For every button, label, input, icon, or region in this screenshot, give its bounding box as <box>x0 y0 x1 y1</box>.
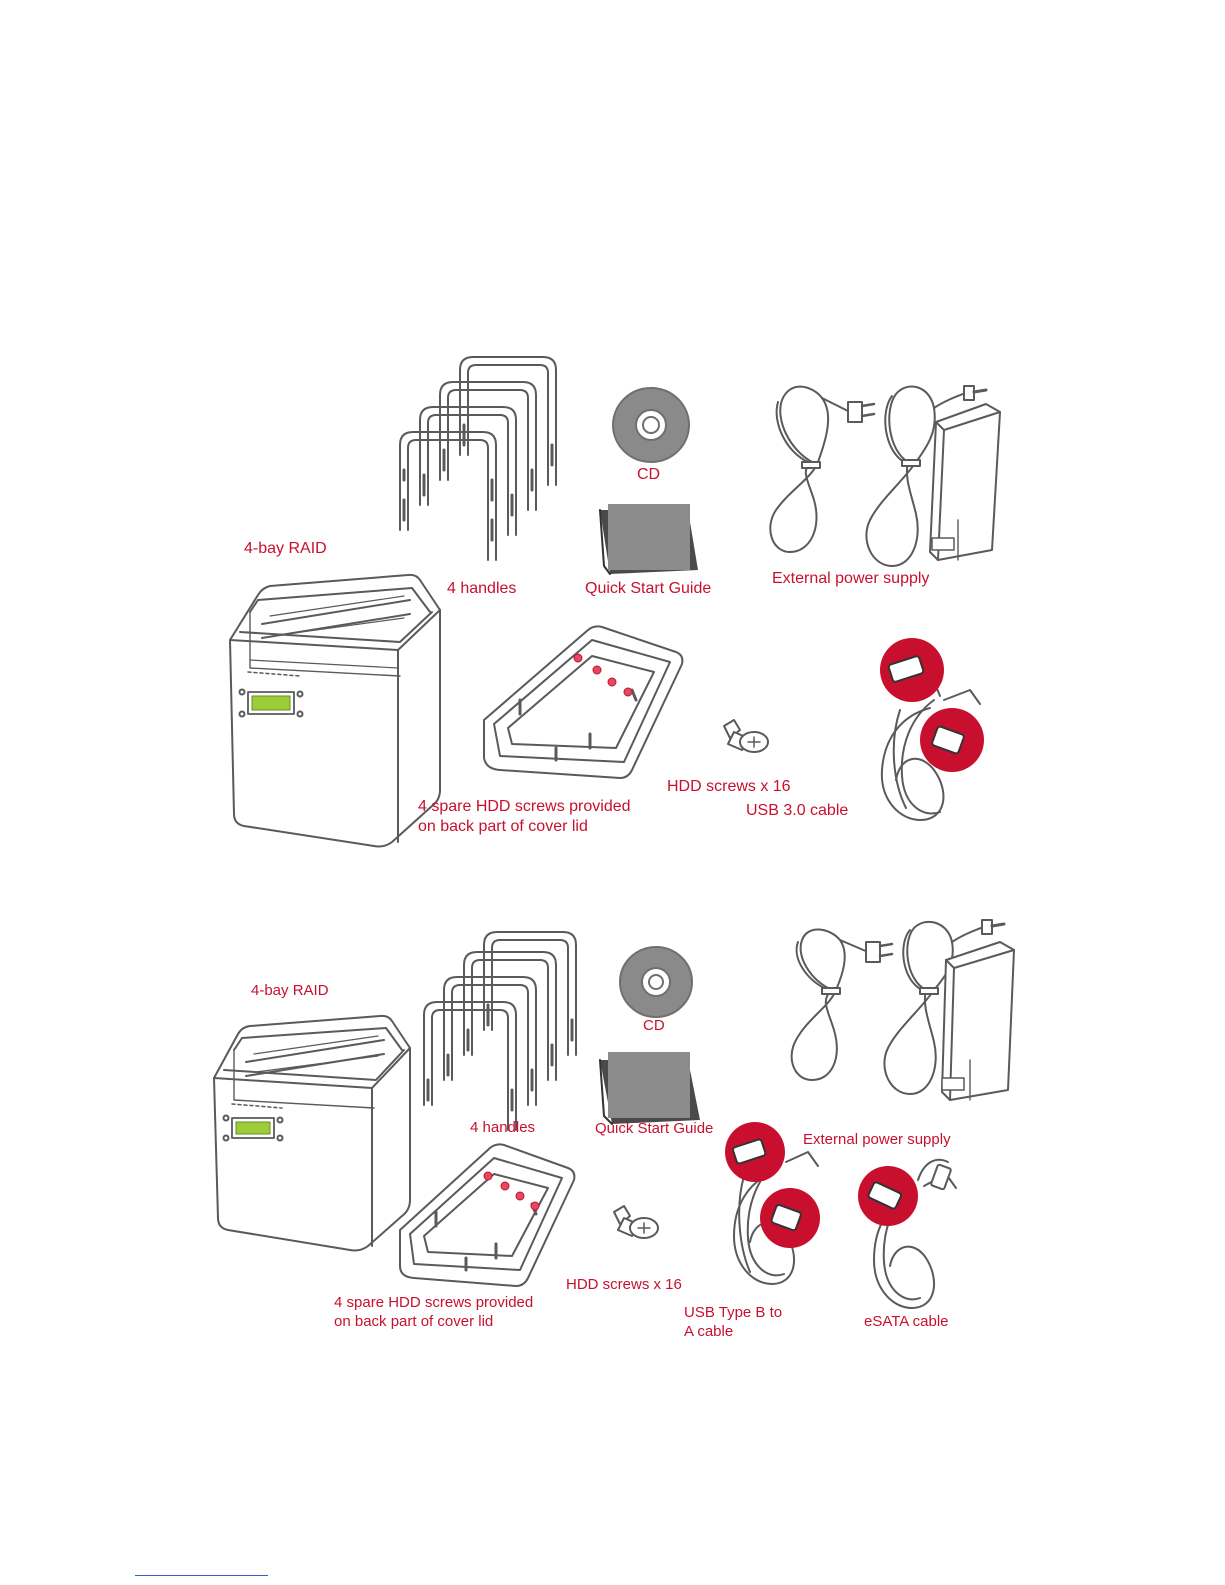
esata-cable-icon <box>858 1158 957 1309</box>
label-spare-screws-line1: 4 spare HDD screws provided <box>334 1294 534 1311</box>
cover-lid-icon <box>399 1143 576 1287</box>
cover-lid-icon <box>483 625 684 779</box>
handles-icon <box>423 931 577 1131</box>
label-spare-screws-line2: on back part of cover lid <box>334 1313 494 1330</box>
label-usb-cable-line2: A cable <box>684 1323 734 1340</box>
label-raid: 4-bay RAID <box>244 540 327 557</box>
raid-enclosure-icon <box>213 1014 411 1252</box>
handles-icon <box>399 356 557 561</box>
label-spare-screws-line1: 4 spare HDD screws provided <box>418 798 631 815</box>
label-quick-start-guide: Quick Start Guide <box>595 1120 714 1137</box>
label-power-supply: External power supply <box>772 570 930 587</box>
label-hdd-screws: HDD screws x 16 <box>667 778 791 795</box>
usb-cable-icon <box>725 1122 820 1285</box>
label-cd: CD <box>637 466 661 483</box>
label-spare-screws-line2: on back part of cover lid <box>418 818 588 835</box>
cd-icon <box>612 387 690 463</box>
hdd-screw-icon <box>723 719 769 753</box>
quick-start-guide-icon <box>599 1052 700 1125</box>
power-supply-icon <box>790 919 1015 1101</box>
label-quick-start-guide: Quick Start Guide <box>585 580 712 597</box>
label-esata-cable: eSATA cable <box>864 1313 949 1330</box>
cd-icon <box>619 946 693 1018</box>
package-contents-figure-esata: 4-bay RAID 4 handles CD Quick Start Guid… <box>0 900 1225 1380</box>
raid-enclosure-icon <box>229 573 441 848</box>
footer-link-underline <box>135 1575 268 1576</box>
label-handles: 4 handles <box>470 1119 536 1136</box>
label-usb-cable: USB 3.0 cable <box>746 802 849 819</box>
figure-usb-illustration <box>229 356 1001 848</box>
usb-cable-icon <box>880 638 984 821</box>
quick-start-guide-icon <box>599 504 698 575</box>
label-handles: 4 handles <box>447 580 517 597</box>
label-usb-cable-line1: USB Type B to <box>684 1304 783 1321</box>
power-supply-icon <box>769 385 1001 567</box>
figure-esata-illustration <box>213 919 1015 1309</box>
label-power-supply: External power supply <box>803 1131 951 1148</box>
package-contents-figure-usb: 4-bay RAID 4 handles CD Quick Start Guid… <box>229 356 1001 848</box>
hdd-screw-icon <box>613 1205 659 1239</box>
label-raid: 4-bay RAID <box>251 982 329 999</box>
label-cd: CD <box>643 1017 665 1034</box>
label-hdd-screws: HDD screws x 16 <box>566 1276 682 1293</box>
